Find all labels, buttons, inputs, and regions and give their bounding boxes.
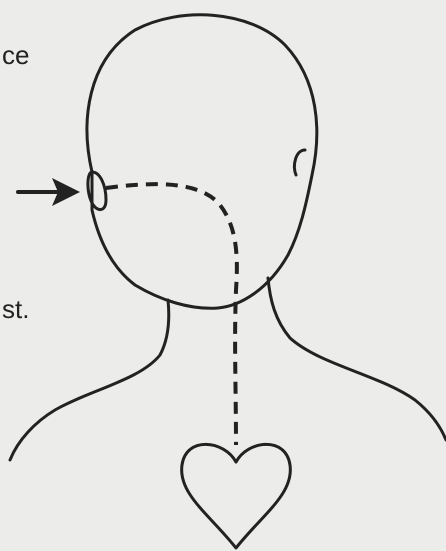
right-ear-outline — [294, 150, 305, 175]
head-outline — [87, 15, 317, 308]
neck-shoulders-left — [10, 300, 169, 460]
heart-icon — [182, 444, 291, 548]
neck-shoulders-right — [268, 278, 446, 440]
dashed-signal-path — [106, 184, 237, 445]
